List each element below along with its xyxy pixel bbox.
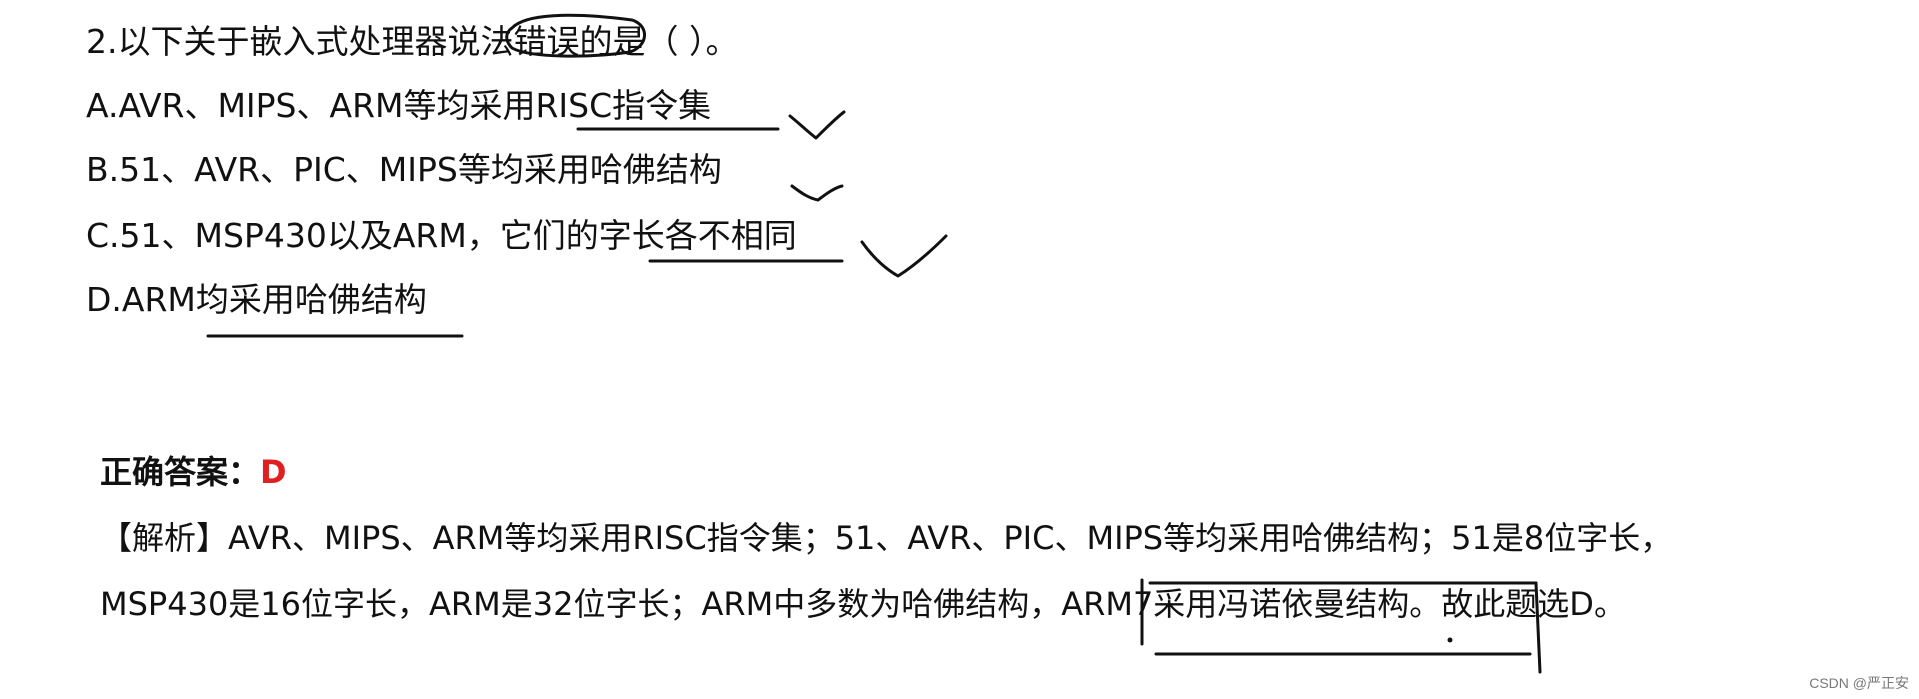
- check-mark-c: [860, 234, 948, 278]
- ink-dot: [1447, 637, 1453, 643]
- question-stem: 2.以下关于嵌入式处理器说法错误的是（ ）。: [86, 22, 739, 61]
- watermark: CSDN @严正安: [1809, 675, 1909, 691]
- answer-value: D: [260, 453, 287, 491]
- option-a: A.AVR、MIPS、ARM等均采用RISC指令集: [86, 86, 712, 125]
- check-mark-b: [790, 184, 844, 202]
- option-c: C.51、MSP430以及ARM，它们的字长各不相同: [86, 216, 797, 255]
- check-mark-a: [788, 110, 846, 140]
- option-d: D.ARM均采用哈佛结构: [86, 280, 427, 319]
- answer-label: 正确答案：: [100, 453, 261, 491]
- answer-row: 正确答案：D: [100, 452, 287, 492]
- option-b: B.51、AVR、PIC、MIPS等均采用哈佛结构: [86, 150, 722, 189]
- analysis-line-2: MSP430是16位字长，ARM是32位字长；ARM中多数为哈佛结构，ARM7采…: [100, 585, 1626, 623]
- analysis-line-1: 【解析】AVR、MIPS、ARM等均采用RISC指令集；51、AVR、PIC、M…: [100, 519, 1673, 557]
